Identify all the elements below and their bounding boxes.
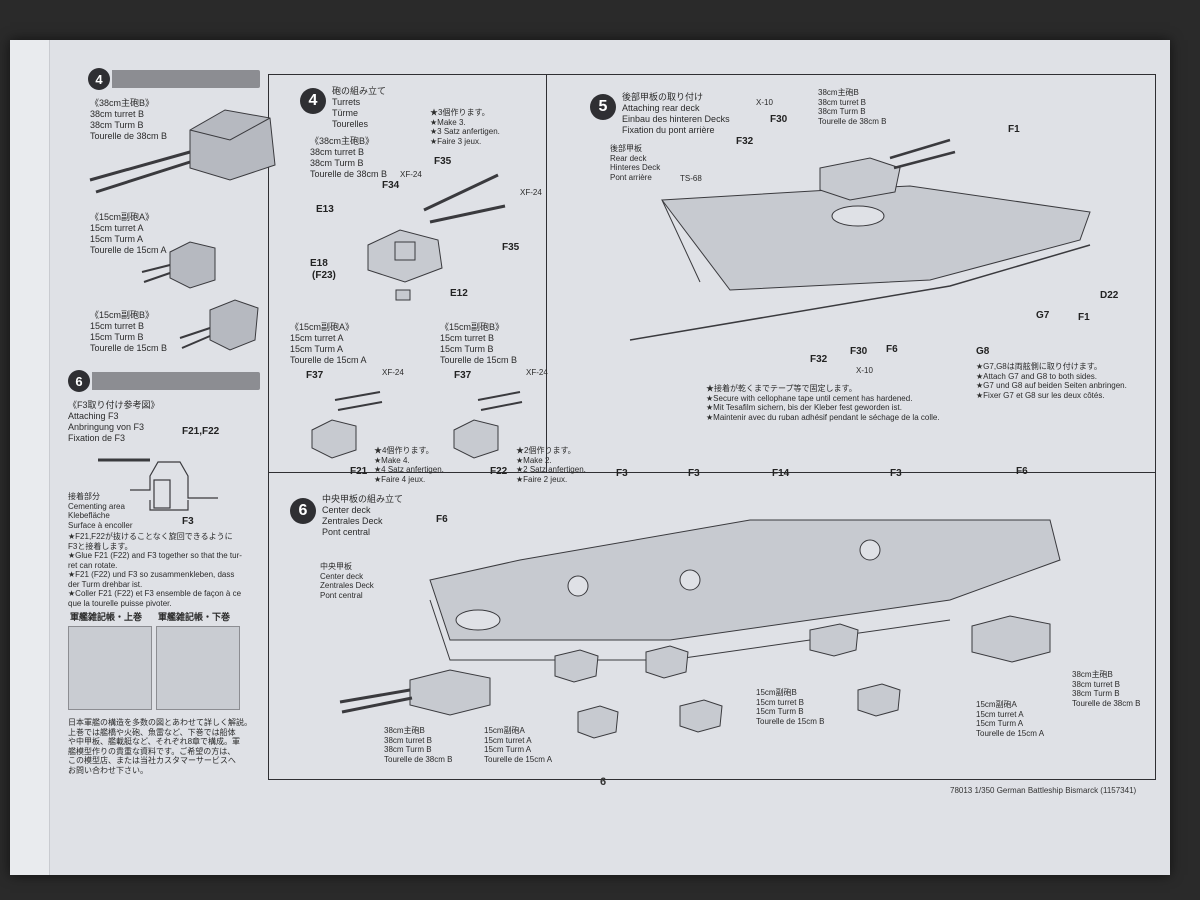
page-fold	[10, 40, 50, 875]
book-cover-1	[68, 626, 152, 710]
product-code: 78013 1/350 German Battleship Bismarck (…	[950, 786, 1137, 795]
part-g8: G8	[976, 346, 990, 357]
make4-note: ★4個作ります。★Make 4.★4 Satz anfertigen.★Fair…	[374, 446, 444, 484]
f3-attachment-diagram	[98, 458, 218, 511]
part-f1-bottom: F1	[1078, 312, 1090, 323]
center-deck-turrets	[339, 615, 1051, 739]
frame-divider-horizontal	[268, 472, 1156, 473]
part-f21: F21	[350, 466, 368, 477]
left-turret-38b-drawing	[89, 109, 276, 194]
left-turret-15a-drawing	[141, 241, 216, 289]
part-f3-right: F3	[890, 468, 902, 479]
paint-ts68: TS-68	[680, 174, 702, 183]
part-f21-f22: F21,F22	[182, 426, 220, 437]
part-f35-bottom: F35	[502, 242, 520, 253]
paint-xf24-c: XF-24	[382, 368, 404, 377]
part-f34: F34	[382, 180, 400, 191]
part-f6-rear: F6	[886, 344, 898, 355]
part-f32-top: F32	[736, 136, 754, 147]
part-e13: E13	[316, 204, 334, 215]
part-f30-top: F30	[770, 114, 788, 125]
book-description: 日本軍艦の構造を多数の図とあわせて詳しく解説。上巻では艦橋や火砲、魚雷など、下巻…	[68, 718, 252, 775]
center-deck-drawing	[429, 519, 1061, 661]
part-f23: (F23)	[312, 270, 336, 281]
part-f32-bottom: F32	[810, 354, 828, 365]
part-f30-bottom: F30	[850, 346, 868, 357]
center-turret-15a-drawing	[311, 391, 383, 459]
page-number: 6	[600, 776, 607, 788]
book-title-1: 軍艦雑記帳・上巻	[70, 612, 143, 622]
left-step4-bar	[112, 70, 260, 88]
make3-note: ★3個作ります。★Make 3.★3 Satz anfertigen.★Fair…	[430, 108, 500, 146]
book-cover-2	[156, 626, 240, 710]
right-step5-number: 5	[590, 94, 616, 120]
tape-notes: ★接着が乾くまでテープ等で固定します。★Secure with cellopha…	[706, 384, 940, 422]
part-f37-a: F37	[306, 370, 324, 381]
center-step4-number: 4	[300, 88, 326, 114]
paint-x10-b: X-10	[856, 366, 873, 375]
left-step4-number: 4	[88, 68, 110, 90]
part-f35-top: F35	[434, 156, 452, 167]
part-g7: G7	[1036, 310, 1050, 321]
g7-g8-notes: ★G7,G8は両舷側に取り付けます。★Attach G7 and G8 to b…	[976, 362, 1127, 400]
part-f6-right: F6	[1016, 466, 1028, 477]
part-f37-b: F37	[454, 370, 472, 381]
left-step6-bar	[92, 372, 260, 390]
center-turret-15b-drawing	[453, 391, 523, 459]
paint-x10-a: X-10	[756, 98, 773, 107]
center-turret-38b-drawing	[367, 173, 506, 301]
part-f3-mid: F3	[688, 468, 700, 479]
part-f1-top: F1	[1008, 124, 1020, 135]
part-e18: E18	[310, 258, 328, 269]
part-f3: F3	[182, 516, 194, 527]
book-title-2: 軍艦雑記帳・下巻	[158, 612, 231, 622]
part-f14: F14	[772, 468, 790, 479]
main-frame	[268, 74, 1156, 780]
rear-deck-drawing	[629, 138, 1091, 341]
left-step6-number: 6	[68, 370, 90, 392]
part-f3-left: F3	[616, 468, 628, 479]
frame-divider-vertical	[546, 74, 547, 472]
paint-xf24-b: XF-24	[520, 188, 542, 197]
part-e12: E12	[450, 288, 468, 299]
part-f22: F22	[490, 466, 508, 477]
left-turret-15b-drawing	[179, 299, 259, 351]
make2-note: ★2個作ります。★Make 2.★2 Satz anfertigen.★Fair…	[516, 446, 586, 484]
center-deck-step6-number: 6	[290, 498, 316, 524]
part-d22: D22	[1100, 290, 1119, 301]
part-f6-left: F6	[436, 514, 448, 525]
assembly-drawings	[89, 109, 1091, 739]
paint-xf24-d: XF-24	[526, 368, 548, 377]
paint-xf24-a: XF-24	[400, 170, 422, 179]
